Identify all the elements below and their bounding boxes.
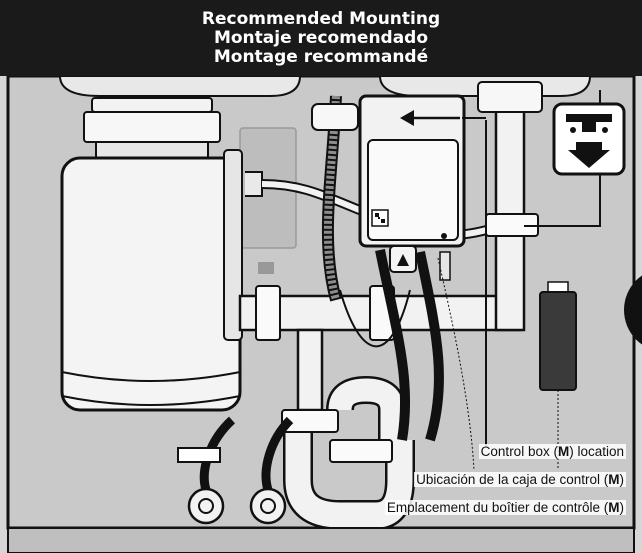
shutoff-valve-left [187,487,225,525]
disposer-air-inlet [245,171,263,197]
cabinet-floor [7,527,635,553]
label-spanish: Ubicación de la caja de control (M) [414,472,626,487]
garbage-disposer [60,97,243,412]
pipe-coupling-left [255,285,281,341]
sink-drain-flange [477,81,543,113]
title-spanish: Montaje recomendado [213,27,429,48]
supply-line-right [261,416,294,492]
supply-line-clip [177,447,221,463]
label-french: Emplacement du boîtier de contrôle (M) [384,500,626,515]
header-banner: Recommended Mounting Montaje recomendado… [0,0,642,76]
p-trap [281,328,415,530]
outlet-socket [258,262,274,274]
faucet-hose [323,95,340,302]
mount-downward-arrow-icon [552,102,626,176]
step-badge-icon [624,275,642,345]
faucet-connector [311,103,359,131]
control-box [358,94,466,281]
title-english: Recommended Mounting [201,8,441,29]
leader-line-dotted [437,257,475,471]
hose-to-trap-a [375,249,411,441]
hose-to-trap-b [415,250,444,442]
title-french: Montage recommandé [213,46,429,67]
arrow-left-icon [400,110,414,126]
label-english: Control box (M) location [478,444,626,459]
shutoff-valve-right [249,487,287,525]
battery-pack [539,281,577,470]
power-cord [339,289,411,348]
left-sink-bowl [58,75,302,97]
